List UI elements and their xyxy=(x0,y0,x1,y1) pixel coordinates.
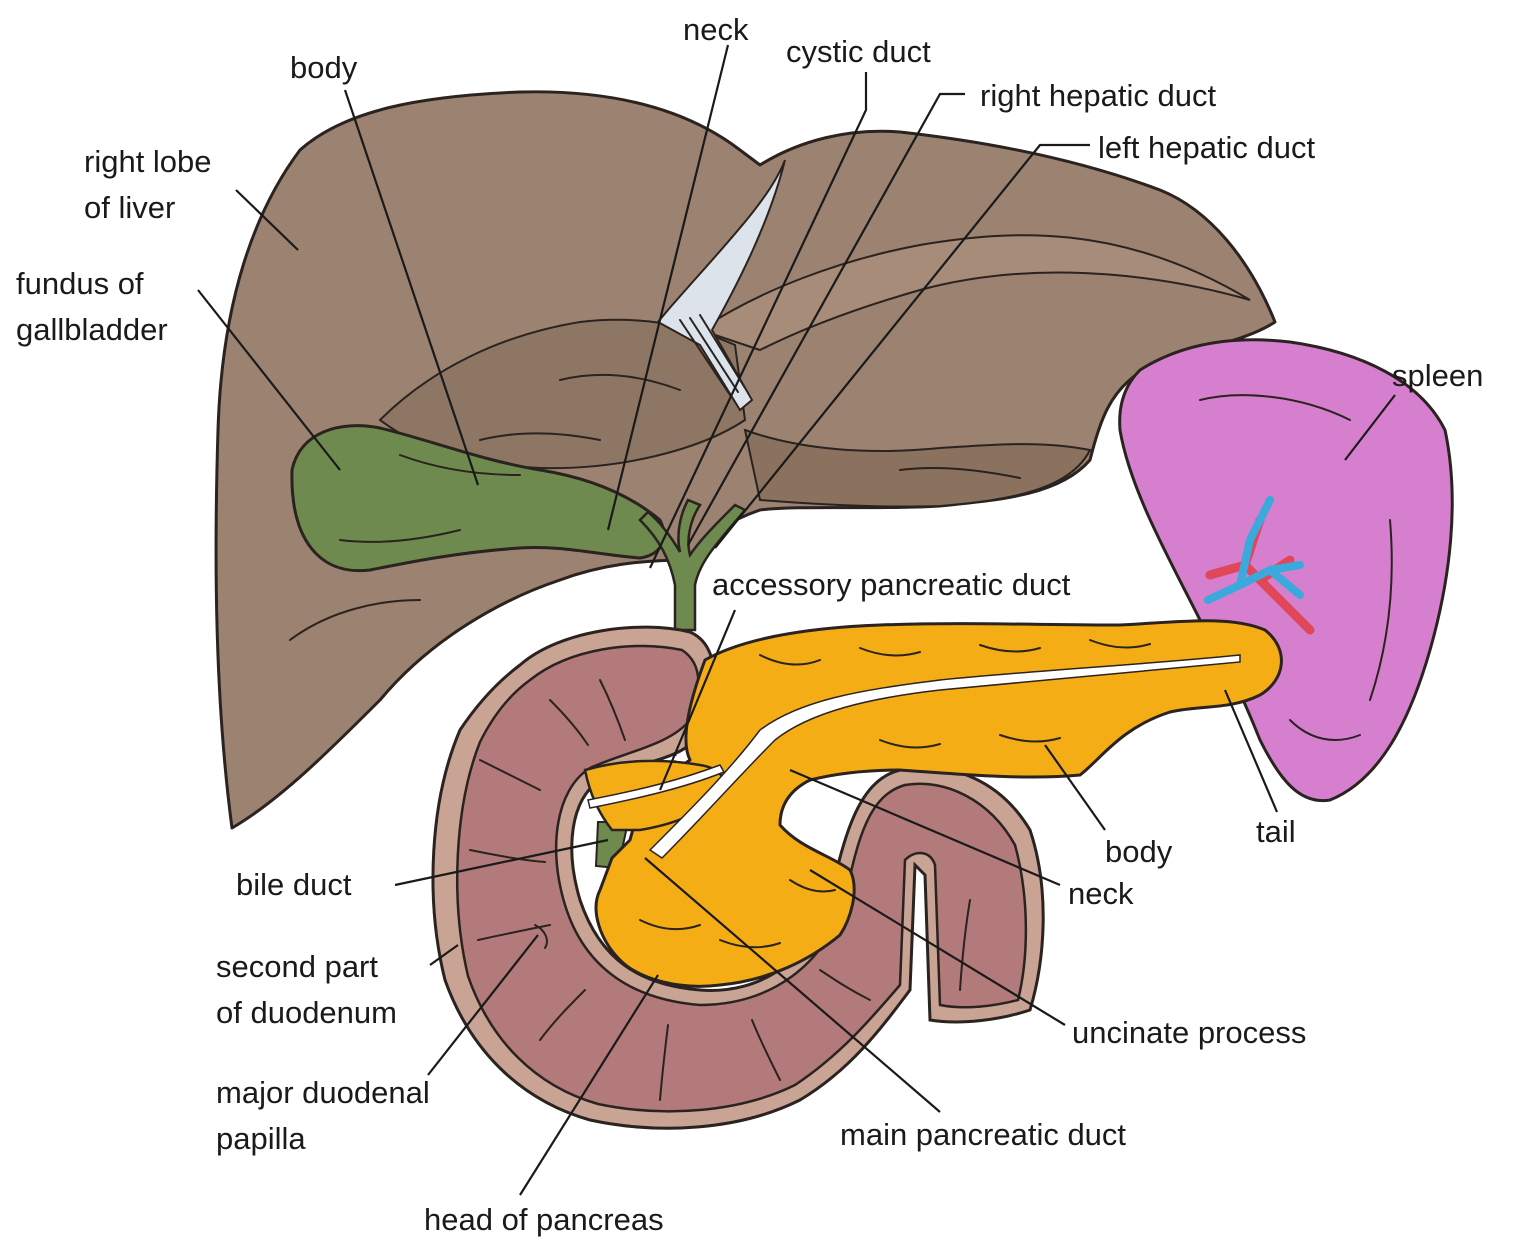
label-papilla-line1: major duodenal xyxy=(216,1075,430,1110)
label-bile-duct: bile duct xyxy=(236,867,352,902)
label-fundus-line1: fundus of xyxy=(16,266,144,301)
label-uncinate-process: uncinate process xyxy=(1072,1015,1306,1050)
label-second-part-line1: second part xyxy=(216,949,378,984)
label-papilla-line2: papilla xyxy=(216,1121,306,1156)
label-neck-gallbladder: neck xyxy=(683,12,749,47)
cystic-and-hepatic-ducts xyxy=(640,500,745,630)
label-accessory-pancreatic-duct: accessory pancreatic duct xyxy=(712,567,1071,602)
label-left-hepatic-duct: left hepatic duct xyxy=(1098,130,1316,165)
label-right-lobe-line2: of liver xyxy=(84,190,175,225)
label-cystic-duct: cystic duct xyxy=(786,34,931,69)
label-neck-pancreas: neck xyxy=(1068,876,1134,911)
label-main-pancreatic-duct: main pancreatic duct xyxy=(840,1117,1126,1152)
label-right-lobe-line1: right lobe xyxy=(84,144,212,179)
label-body-pancreas: body xyxy=(1105,834,1173,869)
label-head-of-pancreas: head of pancreas xyxy=(424,1202,664,1237)
label-right-hepatic-duct: right hepatic duct xyxy=(980,78,1216,113)
label-body-gallbladder: body xyxy=(290,50,358,85)
label-second-part-line2: of duodenum xyxy=(216,995,397,1030)
label-spleen: spleen xyxy=(1392,358,1483,393)
label-tail: tail xyxy=(1256,814,1296,849)
label-fundus-line2: gallbladder xyxy=(16,312,168,347)
spleen xyxy=(1120,340,1453,801)
